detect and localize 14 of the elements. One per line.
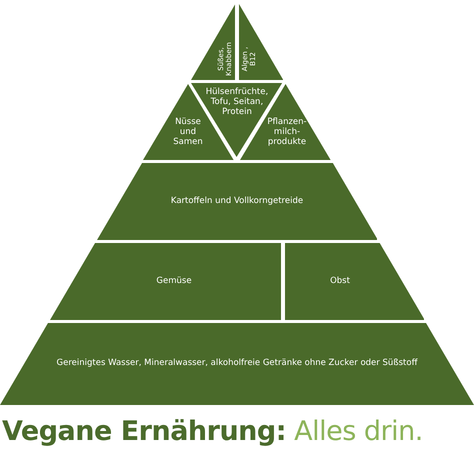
title: Vegane Ernährung: Alles drin. — [2, 416, 423, 447]
segment-label: Nüsse und Samen — [172, 117, 204, 147]
pyramid-segment — [50, 243, 282, 320]
pyramid-segment — [0, 323, 474, 405]
pyramid-segment — [284, 243, 424, 320]
segment-label: Gereinigtes Wasser, Mineralwasser, alkoholfreie Getränke ohne Zucker oder Süßstoff — [56, 358, 419, 368]
segment-label: Pflanzen- milch- produkte — [266, 117, 308, 147]
segment-label: Kartoffeln und Vollkorngetreide — [170, 196, 304, 206]
segment-label: Hülsenfrüchte, Tofu, Seitan, Protein — [204, 87, 270, 117]
pyramid-segment — [96, 163, 378, 240]
pyramid-segment — [238, 4, 283, 80]
segment-label: Obst — [329, 276, 351, 286]
segment-label: Gemüse — [155, 276, 193, 286]
pyramid-segment — [191, 4, 236, 80]
